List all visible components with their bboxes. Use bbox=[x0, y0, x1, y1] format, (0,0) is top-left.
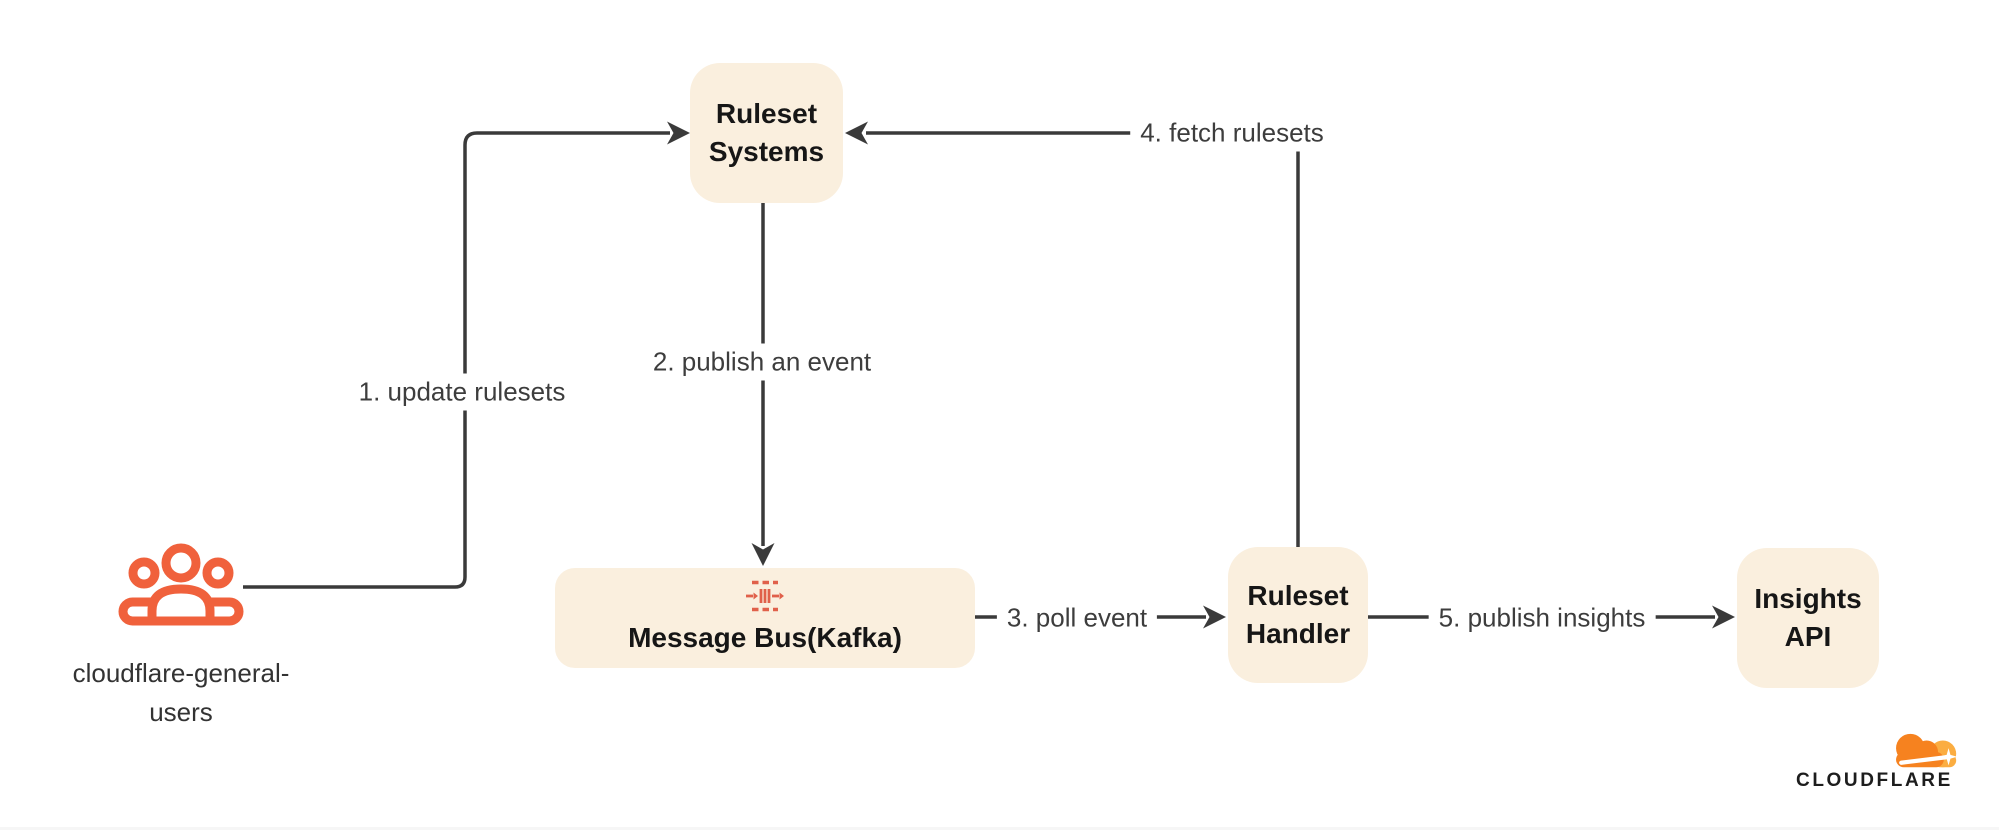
arrowhead-into-message-bus bbox=[751, 543, 775, 566]
arrowhead-into-ruleset-systems-right bbox=[845, 121, 868, 145]
cloudflare-cloud-icon bbox=[1896, 733, 1958, 768]
arrowhead-into-ruleset-handler bbox=[1203, 605, 1226, 629]
node-message-bus: Message Bus(Kafka) bbox=[555, 568, 975, 668]
edge-update-rulesets-line bbox=[243, 131, 670, 589]
edge-label-fetch-rulesets: 4. fetch rulesets bbox=[1130, 114, 1334, 152]
node-insights-api-label: Insights API bbox=[1754, 582, 1862, 652]
node-ruleset-systems-label: Ruleset Systems bbox=[708, 97, 825, 167]
node-ruleset-systems: Ruleset Systems bbox=[690, 63, 843, 203]
edge-fetch-rulesets-line bbox=[866, 131, 1300, 547]
actor-label: cloudflare-general- users bbox=[72, 658, 290, 727]
edge-label-publish-insights: 5. publish insights bbox=[1428, 599, 1656, 637]
bottom-edge-divider bbox=[0, 827, 1999, 830]
node-ruleset-handler-label: Ruleset Handler bbox=[1245, 579, 1351, 649]
cloudflare-wordmark: CLOUDFLARE bbox=[1796, 770, 1953, 791]
edge-label-update-rulesets: 1. update rulesets bbox=[348, 373, 576, 411]
edge-label-publish-an-event: 2. publish an event bbox=[642, 343, 882, 381]
users-group-icon bbox=[118, 543, 244, 626]
node-insights-api: Insights API bbox=[1737, 548, 1879, 688]
message-queue-icon bbox=[746, 580, 784, 612]
node-ruleset-handler: Ruleset Handler bbox=[1228, 547, 1368, 683]
edge-label-poll-event: 3. poll event bbox=[996, 599, 1158, 637]
node-message-bus-label: Message Bus(Kafka) bbox=[628, 621, 902, 653]
arrowhead-into-ruleset-systems-left bbox=[667, 121, 690, 145]
arrowhead-into-insights-api bbox=[1712, 605, 1735, 629]
